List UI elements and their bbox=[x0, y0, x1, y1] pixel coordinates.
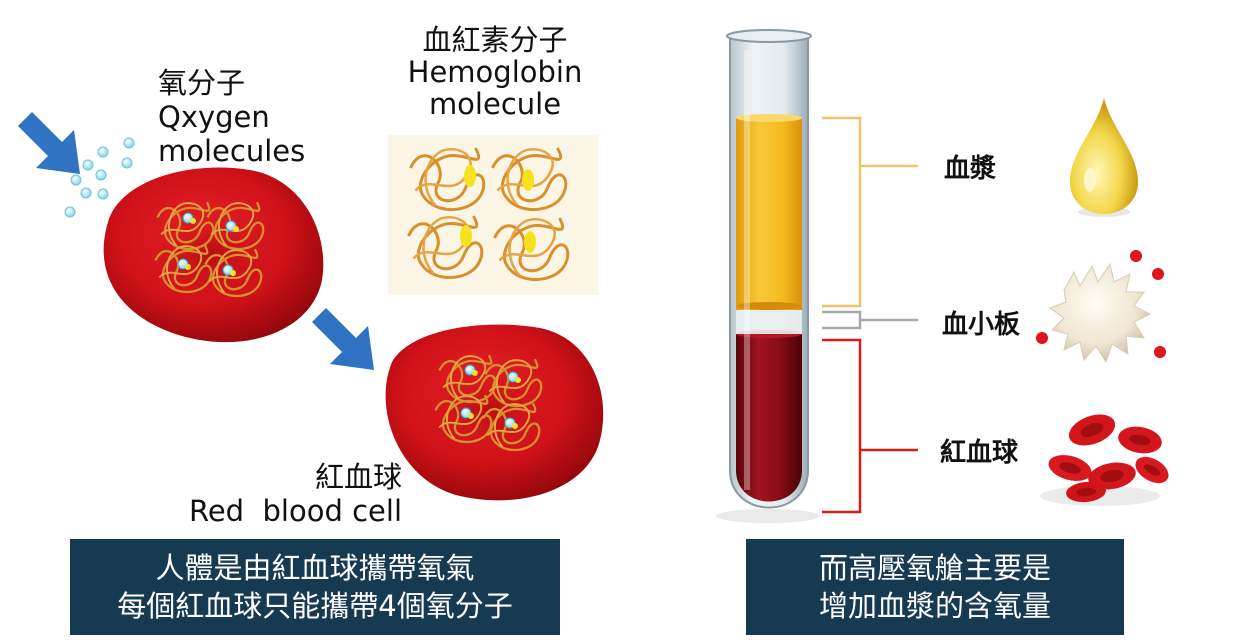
caption-left-line2: 每個紅血球只能攜帶4個氧分子 bbox=[117, 589, 513, 623]
arrow-icon bbox=[18, 112, 80, 174]
red-blood-cell-1 bbox=[103, 167, 324, 343]
arrow-icon bbox=[312, 308, 374, 370]
red-blood-cell-2 bbox=[385, 324, 604, 501]
oxygen-molecules bbox=[64, 137, 135, 218]
rbc-bracket bbox=[822, 338, 918, 514]
platelet-bracket bbox=[822, 310, 918, 330]
rbc-label-zh: 紅血球 bbox=[314, 460, 402, 494]
plasma-bracket bbox=[822, 116, 918, 308]
caption-right: 而高壓氧艙主要是 增加血漿的含氧量 bbox=[746, 539, 1124, 635]
oxygen-molecules-label: 氧分子 Qxygen molecules bbox=[158, 66, 305, 168]
hemoglobin-label: 血紅素分子 Hemoglobin molecule bbox=[392, 24, 598, 120]
tube-label-rbc: 紅血球 bbox=[940, 438, 1019, 468]
caption-right-line1: 而高壓氧艙主要是 bbox=[818, 551, 1051, 585]
caption-left: 人體是由紅血球攜帶氧氣 每個紅血球只能攜帶4個氧分子 bbox=[70, 539, 560, 635]
red-blood-cell-label: 紅血球 Red blood cell bbox=[182, 460, 402, 528]
tube-label-plasma: 血漿 bbox=[944, 154, 997, 184]
tube-label-platelet: 血小板 bbox=[942, 310, 1021, 340]
caption-right-line2: 增加血漿的含氧量 bbox=[818, 589, 1051, 623]
hemoglobin-label-en2: molecule bbox=[428, 87, 562, 121]
plasma-drop-icon bbox=[1070, 98, 1138, 217]
oxygen-label-zh: 氧分子 bbox=[158, 66, 246, 100]
oxygen-label-en2: molecules bbox=[158, 134, 306, 168]
caption-left-line1: 人體是由紅血球攜帶氧氣 bbox=[155, 551, 475, 585]
platelet-icon bbox=[1036, 250, 1166, 364]
oxygen-label-en: Qxygen bbox=[158, 100, 270, 134]
test-tube bbox=[716, 29, 820, 523]
hemoglobin-molecule-illustration bbox=[388, 135, 598, 295]
rbc-label-en: Red blood cell bbox=[188, 494, 402, 528]
red-blood-cells-icon bbox=[1040, 414, 1169, 506]
hemoglobin-label-en: Hemoglobin bbox=[407, 55, 583, 89]
hemoglobin-label-zh: 血紅素分子 bbox=[422, 23, 568, 57]
